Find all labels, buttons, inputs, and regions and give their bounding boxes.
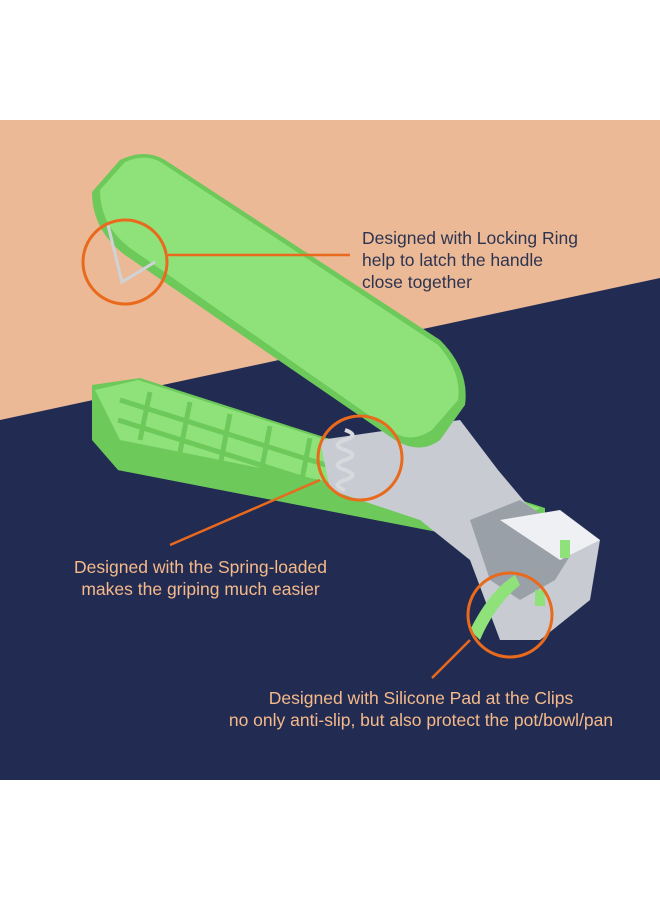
spring-icon [335, 428, 355, 492]
spring-callout-line-1: Designed with the Spring-loaded [74, 557, 327, 577]
silicone-pad-callout-line-2: no only anti-slip, but also protect the … [228, 710, 614, 731]
spring-callout: Designed with the Spring-loaded makes th… [58, 556, 343, 600]
spring-leader-line [169, 478, 321, 547]
locking-ring-callout-line-1: Designed with Locking Ring [362, 228, 578, 248]
silicone-pad-highlight-circle [466, 571, 554, 659]
locking-ring-callout-line-3: close together [362, 272, 472, 293]
upper-handle [92, 154, 466, 448]
locking-ring-callout: Designed with Locking Ring help to latch… [362, 227, 578, 293]
silicone-pad-leader-line [431, 639, 471, 679]
silicone-pad-callout-line-1: Designed with Silicone Pad at the Clips [268, 688, 574, 708]
locking-ring-highlight-circle [81, 218, 169, 306]
silicone-pad-callout: Designed with Silicone Pad at the Clips … [196, 687, 646, 731]
spring-callout-line-2: makes the griping much easier [81, 579, 320, 600]
locking-ring-callout-line-2: help to latch the handle [362, 250, 543, 271]
spring-highlight-circle [316, 414, 404, 502]
locking-ring-icon [106, 224, 156, 285]
